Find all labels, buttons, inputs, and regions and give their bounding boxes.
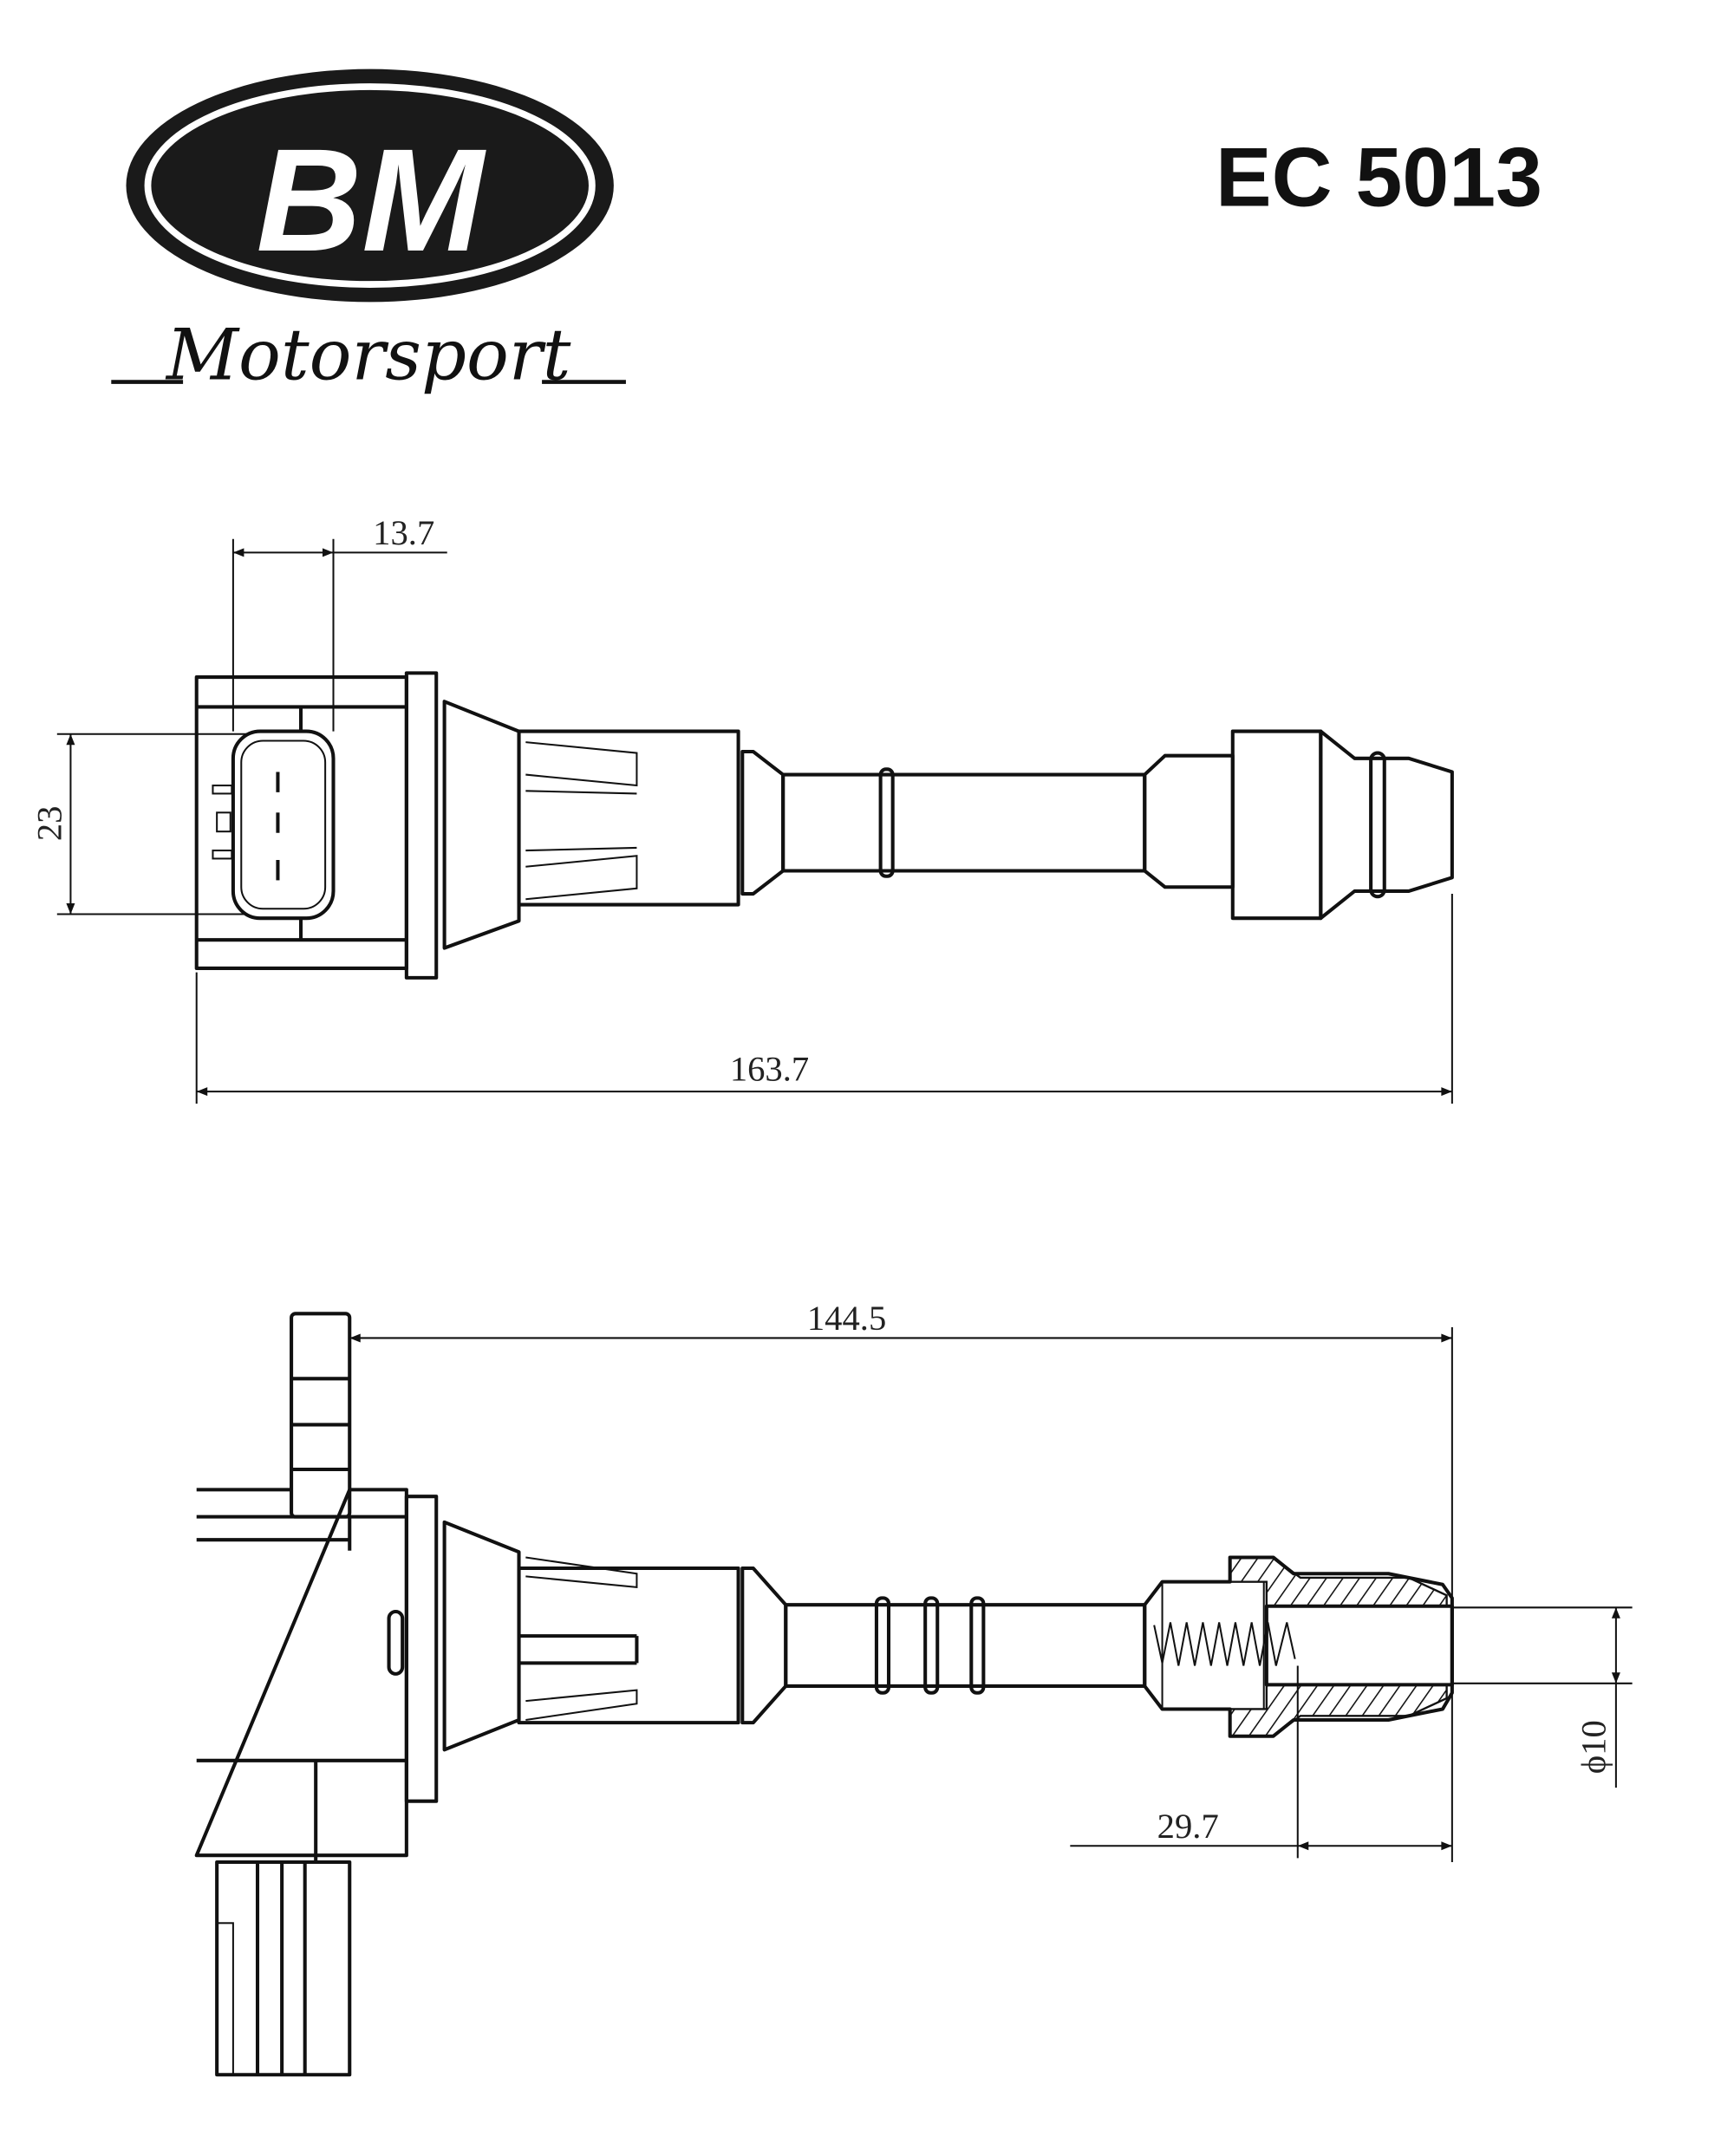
coil-tube <box>784 1603 1147 1688</box>
connector-housing <box>231 729 336 921</box>
dimension-connector-height: 23 <box>29 733 247 915</box>
flange <box>404 1495 439 1803</box>
dimension-tip-diameter: ϕ10 <box>1451 1606 1633 1788</box>
dimension-connector-offset: 13.7 <box>231 513 447 732</box>
logo-tagline-text: Motorsport <box>165 315 571 396</box>
brand-logo: BM Motorsport <box>111 68 626 396</box>
dim-phi-10-label: ϕ10 <box>1574 1720 1613 1774</box>
spring <box>1153 1622 1296 1666</box>
dimension-overall-length: 163.7 <box>195 894 1453 1104</box>
dimension-tip-length: 29.7 <box>1070 1665 1452 1859</box>
dim-163-7-label: 163.7 <box>730 1050 809 1089</box>
dim-13-7-label: 13.7 <box>373 513 434 552</box>
dim-23-label: 23 <box>29 806 68 842</box>
top-view <box>194 671 1454 980</box>
logo-brand-text: BM <box>256 118 486 282</box>
side-view <box>194 1312 1454 2077</box>
dimension-mount-to-tip: 144.5 <box>349 1299 1453 1863</box>
mounting-tab <box>290 1312 352 1519</box>
dim-144-5-label: 144.5 <box>807 1299 886 1338</box>
coil-tube <box>781 772 1147 873</box>
part-number: EC 5013 <box>1216 129 1542 224</box>
dim-29-7-label: 29.7 <box>1157 1807 1219 1846</box>
flange <box>404 671 439 980</box>
